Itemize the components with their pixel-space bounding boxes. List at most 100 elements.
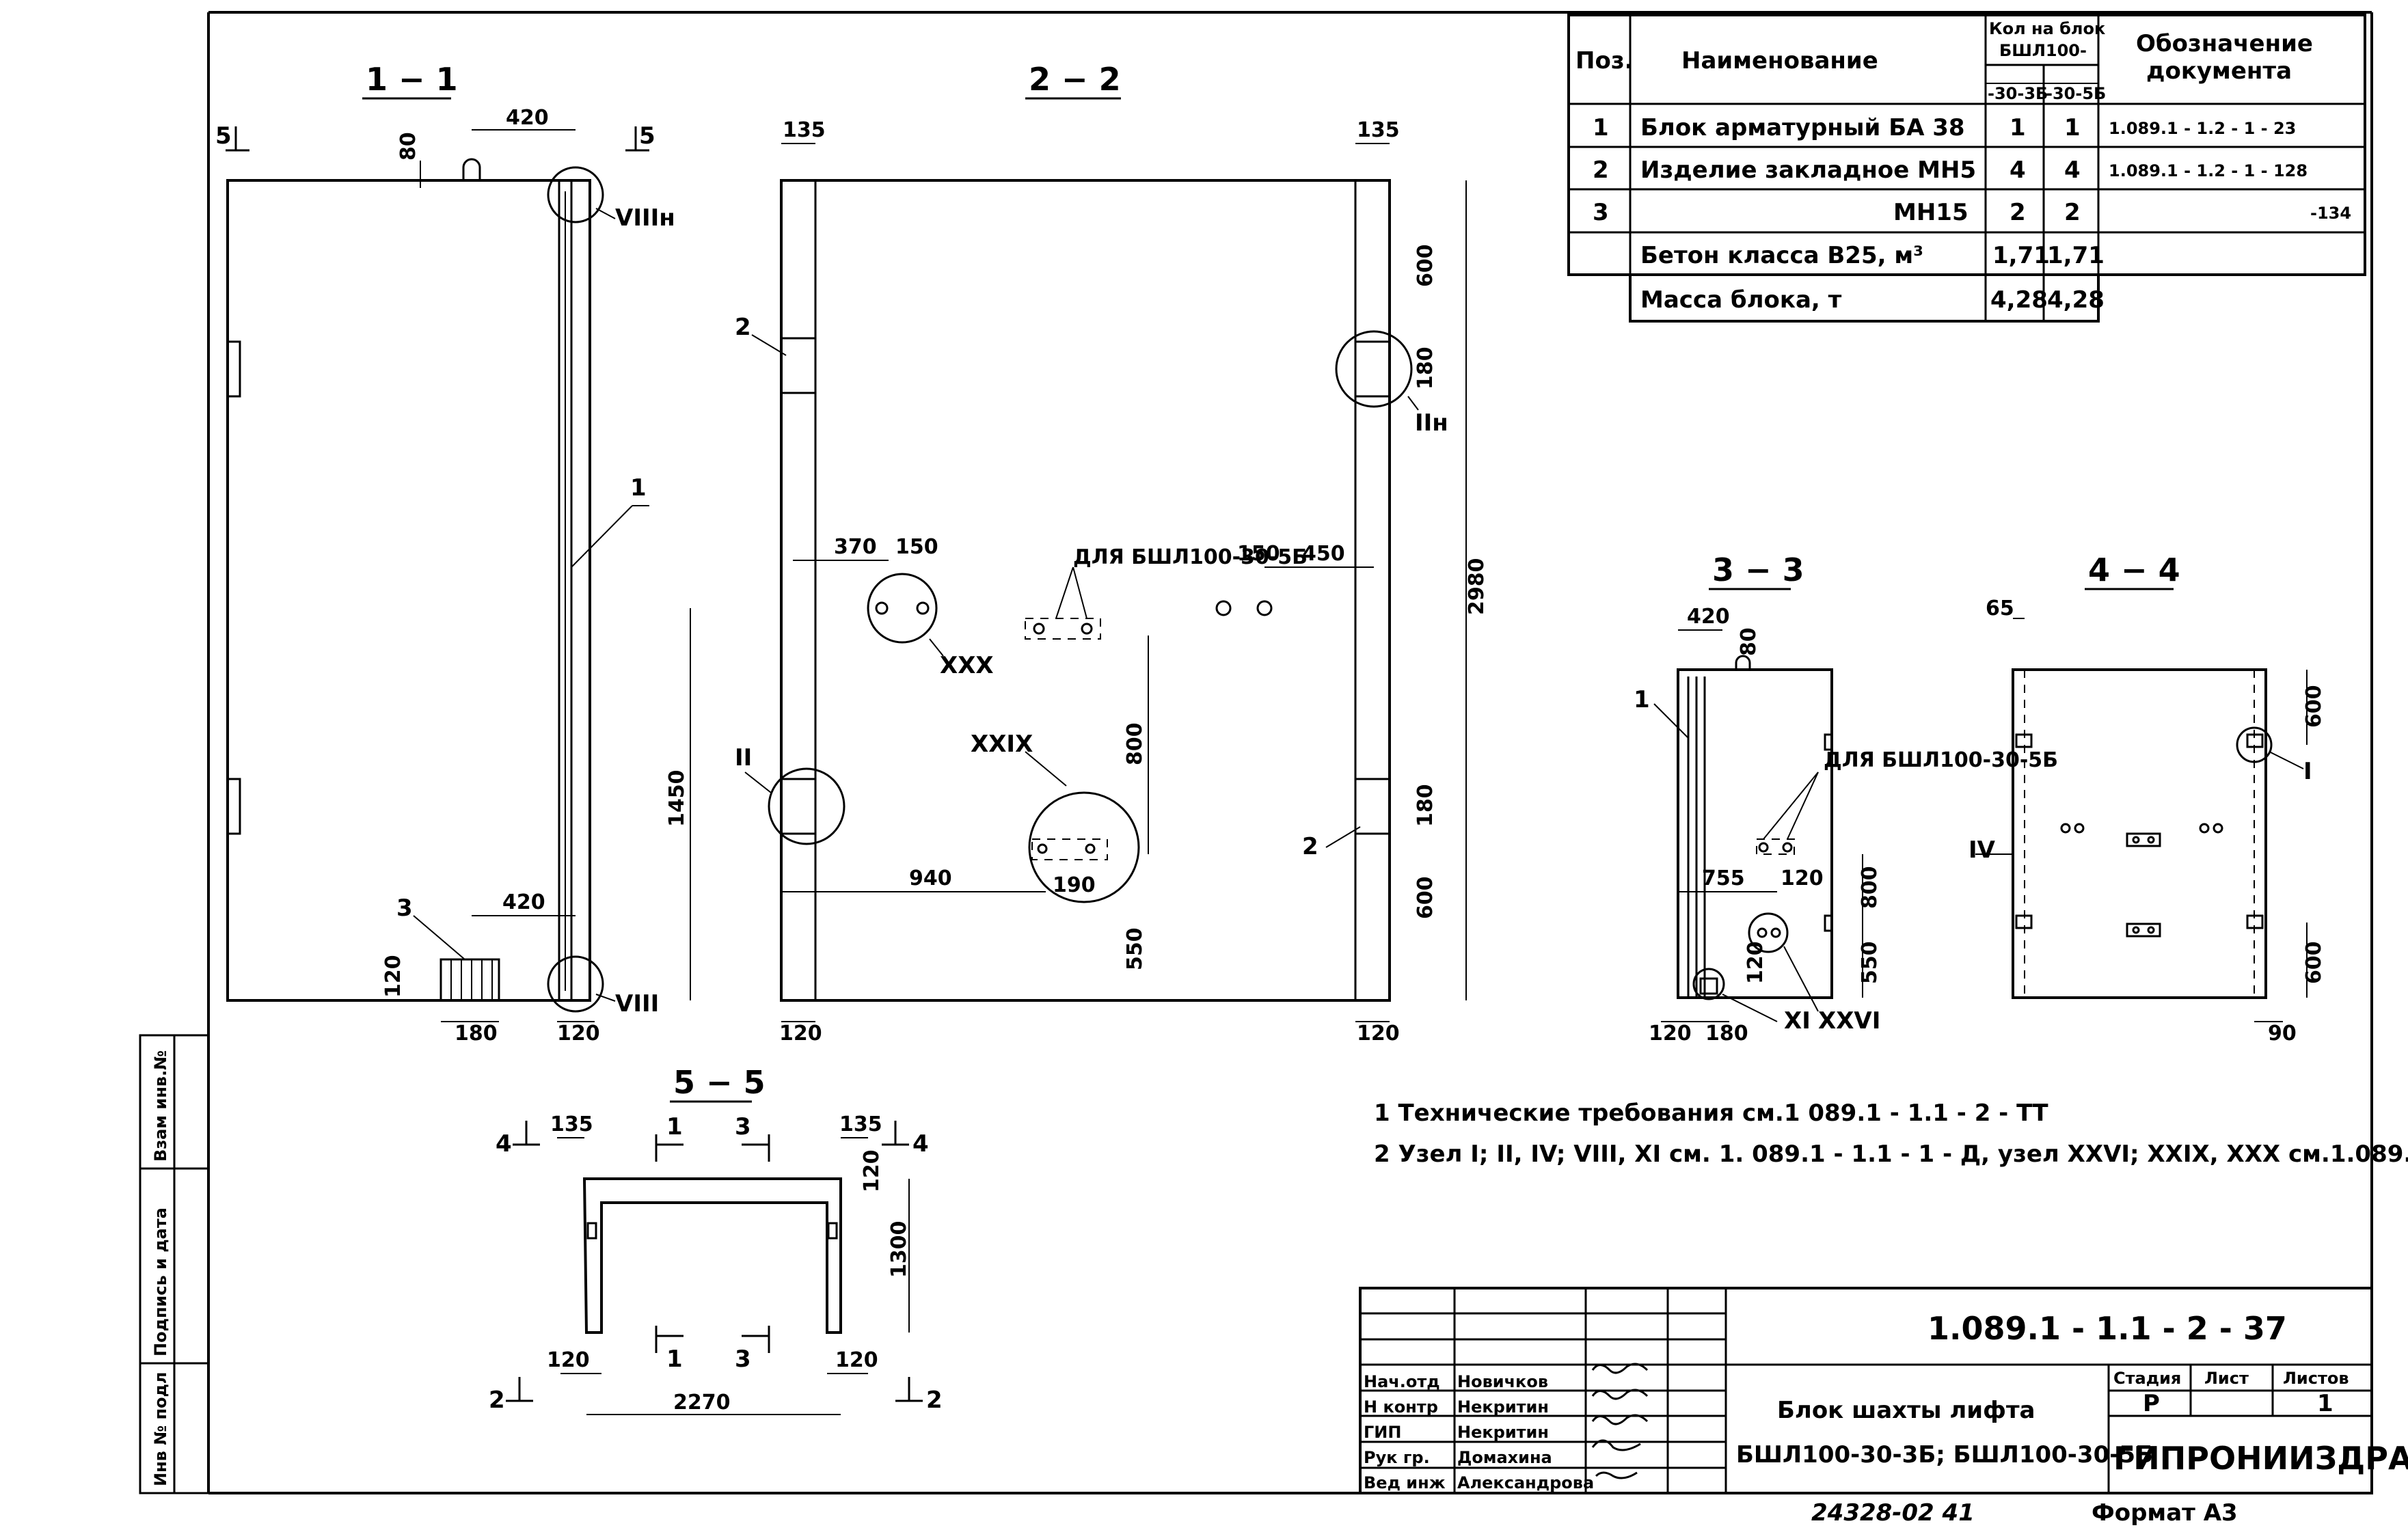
- signature-5: [1595, 1471, 1638, 1479]
- table-header-doc2: документа: [2146, 57, 2292, 85]
- row4-b: 1,71: [2047, 242, 2105, 269]
- role-2: Н контр: [1364, 1397, 1438, 1417]
- section-mark-5-right: 5: [639, 122, 655, 150]
- role-3: ГИП: [1364, 1423, 1401, 1442]
- dim-120-33-bottom: 120: [1649, 1022, 1692, 1046]
- lifting-loop: [462, 158, 481, 180]
- section-4-4: 4 − 4 65 600 600 90 I IV: [1969, 551, 2326, 1046]
- title-line1: Блок шахты лифта: [1777, 1397, 2035, 1424]
- side-stamp-vzam: Взам инв.№: [151, 1050, 170, 1162]
- dim-150-right: 150: [1237, 542, 1280, 566]
- dim-800: 800: [1123, 722, 1147, 765]
- signature-4: [1591, 1439, 1641, 1451]
- dim-120-bottom: 120: [557, 1022, 600, 1046]
- dim-420-top: 420: [506, 106, 549, 130]
- node-label-xi: XI: [1784, 1007, 1811, 1035]
- section-title-5-5: 5 − 5: [673, 1064, 766, 1101]
- row3-a: 2: [2010, 199, 2026, 226]
- dim-180-bottom-right: 180: [1413, 784, 1437, 827]
- dim-1300: 1300: [887, 1221, 911, 1279]
- node-label-iin: IIн: [1415, 409, 1448, 437]
- row2-b: 4: [2064, 156, 2081, 184]
- marker-3-section11: 3: [396, 894, 413, 922]
- node-circle-viiin: [547, 166, 604, 223]
- side-stamp-inv: Инв № подл: [151, 1372, 170, 1486]
- row4-name: Бетон класса В25, м³: [1640, 242, 1923, 269]
- node-label-xxix: XXIX: [971, 730, 1033, 758]
- dim-120-bottom-right-22: 120: [1357, 1022, 1400, 1046]
- dim-135-55-left: 135: [550, 1112, 593, 1136]
- node-label-ii: II: [735, 744, 752, 771]
- dim-450: 450: [1302, 542, 1345, 566]
- node-circle-ii: [768, 767, 845, 845]
- row1-a: 1: [2010, 114, 2026, 141]
- section-mark-1-top: 1: [666, 1113, 683, 1140]
- dim-2270: 2270: [673, 1391, 731, 1415]
- signature-3: [1591, 1414, 1649, 1425]
- node-circle-xi: [1692, 968, 1725, 1000]
- dim-600-bottom-right: 600: [1413, 876, 1437, 919]
- doc-code: 1.089.1 - 1.1 - 2 - 37: [1927, 1310, 2287, 1347]
- section-mark-2-left: 2: [489, 1386, 505, 1414]
- role-1: Нач.отд: [1364, 1372, 1440, 1391]
- note-1: 1 Технические требования см.1 089.1 - 1.…: [1374, 1099, 2048, 1127]
- section-5-5: 5 − 5 4 4 1 3 1 3 2 2 135 135 120 1300 1…: [489, 1064, 943, 1415]
- table-header-qty-a: -30-3Б: [1988, 84, 2048, 103]
- note-2: 2 Узел I; II, IV; VIII, XI см. 1. 089.1 …: [1374, 1140, 2408, 1168]
- section-mark-5-left: 5: [215, 122, 232, 150]
- section-title-2-2: 2 − 2: [1029, 61, 1121, 98]
- row2-doc: 1.089.1 - 1.2 - 1 - 128: [2109, 161, 2308, 180]
- dim-120-33-top: 120: [1781, 866, 1824, 890]
- node-label-viiin: VIIIн: [615, 204, 675, 232]
- row3-b: 2: [2064, 199, 2081, 226]
- section-title-3-3: 3 − 3: [1712, 551, 1804, 588]
- section-1-1: 1 − 1 5 5 420 80 420 120 180 120: [215, 61, 675, 1046]
- dim-420-33: 420: [1687, 605, 1730, 629]
- table-header-qty1: Кол на блок: [1989, 19, 2105, 38]
- section-title-4-4: 4 − 4: [2088, 551, 2180, 588]
- side-stamp: Взам инв.№ Подпись и дата Инв № подл: [139, 1034, 210, 1494]
- notes: 1 Технические требования см.1 089.1 - 1.…: [1374, 1099, 2408, 1168]
- table-header-qty-b: -30-5Б: [2046, 84, 2106, 103]
- row2-pos: 2: [1593, 156, 1609, 184]
- sheets-value: 1: [2317, 1390, 2333, 1417]
- section-mark-2-right: 2: [926, 1386, 943, 1414]
- row3-name: МН15: [1893, 199, 1969, 226]
- marker-1-section33: 1: [1634, 686, 1650, 713]
- format-label: Формат А3: [2092, 1499, 2238, 1527]
- table-header-qty2: БШЛ100-: [1999, 41, 2087, 60]
- dim-120-55-bottom-right: 120: [835, 1348, 878, 1372]
- row1-doc: 1.089.1 - 1.2 - 1 - 23: [2109, 119, 2296, 138]
- insert-2-right-top: [1354, 340, 1391, 398]
- title-block: 1.089.1 - 1.1 - 2 - 37 Блок шахты лифта …: [1359, 1287, 2408, 1494]
- dim-600-44-bottom: 600: [2302, 941, 2326, 984]
- dim-65-44: 65: [1986, 597, 2014, 620]
- dim-800-33: 800: [1858, 866, 1882, 909]
- dim-90-44: 90: [2268, 1022, 2297, 1046]
- node-circle-xxvi: [1748, 912, 1789, 953]
- dim-135-right: 135: [1357, 118, 1400, 142]
- dim-550-33: 550: [1858, 941, 1882, 984]
- insert-2-right-bottom: [1354, 778, 1391, 835]
- dim-120-55-right-top: 120: [860, 1149, 884, 1192]
- dim-80-top: 80: [396, 132, 420, 161]
- name-4: Домахина: [1457, 1448, 1552, 1467]
- sheet-header: Лист: [2204, 1369, 2249, 1388]
- node-label-xxx: XXX: [940, 652, 994, 679]
- dim-120-55-bottom-left: 120: [547, 1348, 590, 1372]
- row1-name: Блок арматурный БА 38: [1640, 114, 1965, 141]
- section-3-3: 3 − 3 420 80 800 550 755 120 120 120 180…: [1634, 551, 2058, 1046]
- dim-1450: 1450: [665, 770, 689, 828]
- dim-550: 550: [1123, 927, 1147, 970]
- mass-row-a: 4,28: [1990, 286, 2048, 314]
- title-line2: БШЛ100-30-3Б; БШЛ100-30-5Б: [1736, 1441, 2153, 1468]
- name-5: Александрова: [1457, 1473, 1594, 1492]
- dim-370: 370: [834, 535, 877, 559]
- section-title-1-1: 1 − 1: [366, 61, 458, 98]
- marker-2-left: 2: [735, 314, 751, 341]
- dim-135-55-right: 135: [839, 1112, 882, 1136]
- dim-940: 940: [909, 866, 952, 890]
- node-label-xxvi: XXVI: [1818, 1007, 1880, 1035]
- row2-name: Изделие закладное МН5: [1640, 156, 1976, 184]
- dim-120-left: 120: [381, 955, 405, 998]
